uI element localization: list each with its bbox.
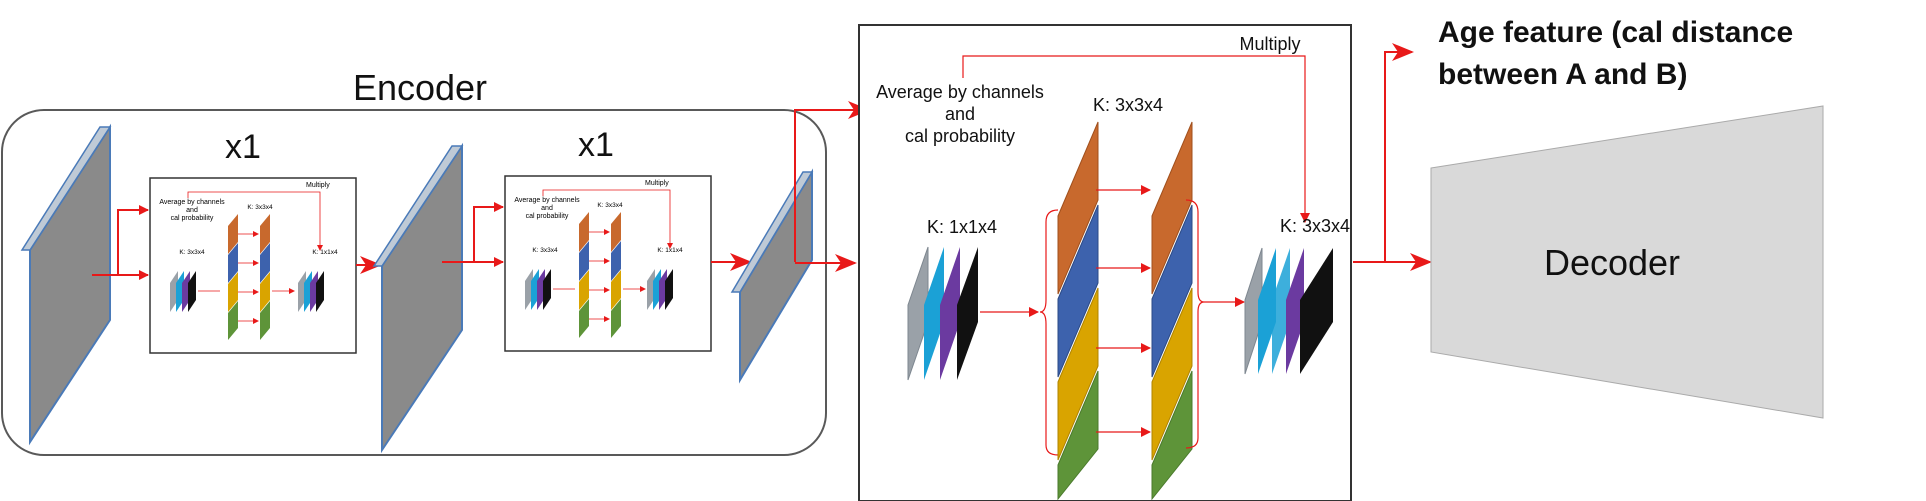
arrow-slab2-block2-branch	[473, 202, 504, 262]
mini-attention-block-1: Average by channels and cal probability …	[149, 177, 357, 354]
mini-input-stack	[525, 269, 551, 310]
mini-multiply-label: Multiply	[645, 180, 669, 187]
block2-repeat-label: x1	[578, 126, 614, 164]
encoder-box	[1, 109, 827, 456]
mini-output-stack	[298, 271, 324, 312]
detail-avg-label-and: and	[945, 104, 975, 124]
decoder-block	[1430, 105, 1824, 419]
mini-kernel-in: K: 3x3x4	[532, 247, 558, 254]
detail-avg-label-prob: cal probability	[905, 126, 1015, 146]
detail-multiply-arrow	[962, 55, 1310, 223]
mini-attention-block-2: Average by channels and cal probability …	[504, 175, 712, 352]
mini-avg-label-and: and	[541, 205, 553, 212]
arrow-detail-age-feature	[1384, 43, 1414, 262]
decoder-label: Decoder	[1544, 242, 1680, 283]
age-feature-label-line2: between A and B)	[1438, 58, 1687, 91]
mini-avg-label-prob: cal probability	[526, 213, 569, 220]
detail-split-brace	[1039, 209, 1059, 456]
detail-kernel-out-label: K: 3x3x4	[1280, 216, 1350, 236]
mini-multiply-label: Multiply	[306, 182, 330, 189]
mini-kernel-out: K: 1x1x4	[312, 249, 338, 256]
age-feature-label: Age feature (cal distance	[1438, 16, 1793, 49]
mini-input-stack	[170, 271, 196, 312]
mini-mid-stack-2	[611, 212, 621, 338]
arrow-encoder-detail-branch	[794, 101, 870, 262]
detail-output-stack	[1244, 247, 1333, 375]
mini-avg-label: Average by channels	[514, 197, 580, 204]
encoder-title: Encoder	[353, 67, 487, 108]
block1-repeat-label: x1	[225, 128, 261, 166]
detail-multiply-label: Multiply	[1239, 34, 1300, 54]
mini-output-stack	[647, 269, 673, 310]
mini-avg-label: Average by channels	[159, 199, 225, 206]
detail-avg-label: Average by channels	[876, 82, 1044, 102]
mini-kernel-mid: K: 3x3x4	[247, 204, 273, 211]
mini-kernel-mid: K: 3x3x4	[597, 202, 623, 209]
detail-kernel-mid-label: K: 3x3x4	[1093, 95, 1163, 115]
mini-kernel-out: K: 1x1x4	[657, 247, 683, 254]
mini-mid-stack-1	[228, 214, 238, 340]
mini-mid-stack-2	[260, 214, 270, 340]
mini-kernel-in: K: 3x3x4	[179, 249, 205, 256]
detail-mid-stack-1	[1057, 121, 1099, 501]
mini-avg-label-and: and	[186, 207, 198, 214]
arrow-input-block1-branch	[117, 205, 149, 275]
detail-kernel-in-label: K: 1x1x4	[927, 217, 997, 237]
encoder-output-slab	[730, 168, 814, 384]
intermediate-feature-slab	[372, 142, 464, 454]
mini-avg-label-prob: cal probability	[171, 215, 214, 222]
mini-mid-stack-1	[579, 212, 589, 338]
detail-input-stack	[907, 246, 978, 381]
detail-mid-stack-2	[1151, 121, 1193, 501]
input-feature-slab	[20, 123, 112, 446]
